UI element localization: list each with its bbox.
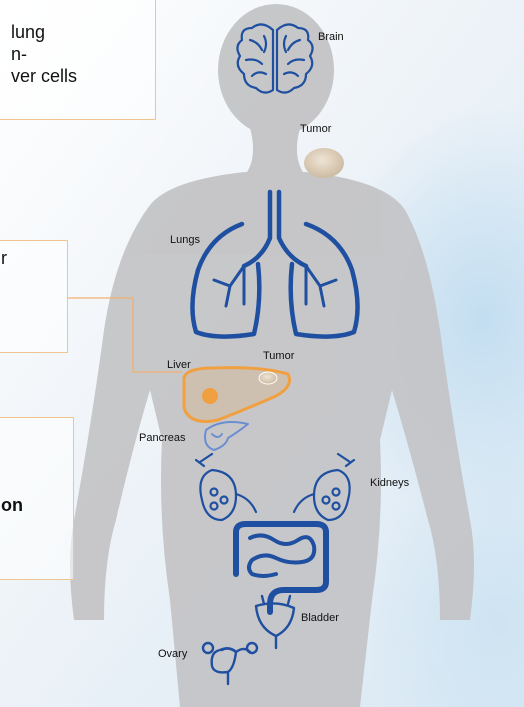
label-ovary: Ovary — [158, 648, 187, 660]
label-liver: Liver — [167, 359, 191, 371]
callout-top-line-3: ver cells — [11, 65, 77, 87]
tumor-upper-icon — [304, 148, 344, 178]
label-tumor-liver: Tumor — [263, 350, 294, 362]
label-lungs: Lungs — [170, 234, 200, 246]
label-kidneys: Kidneys — [370, 477, 409, 489]
callout-top-line-1: lung — [11, 21, 45, 43]
callout-top: lung n- ver cells — [0, 0, 156, 120]
callout-top-line-2: n- — [11, 43, 27, 65]
callout-middle: r — [0, 240, 68, 353]
label-bladder: Bladder — [301, 612, 339, 624]
label-brain: Brain — [318, 31, 344, 43]
tumor-liver-icon — [259, 372, 277, 384]
callout-middle-text: r — [1, 247, 7, 269]
callout-bottom: on — [0, 417, 74, 580]
callout-bottom-text: on — [1, 494, 23, 516]
label-tumor-upper: Tumor — [300, 123, 331, 135]
label-pancreas: Pancreas — [139, 432, 185, 444]
